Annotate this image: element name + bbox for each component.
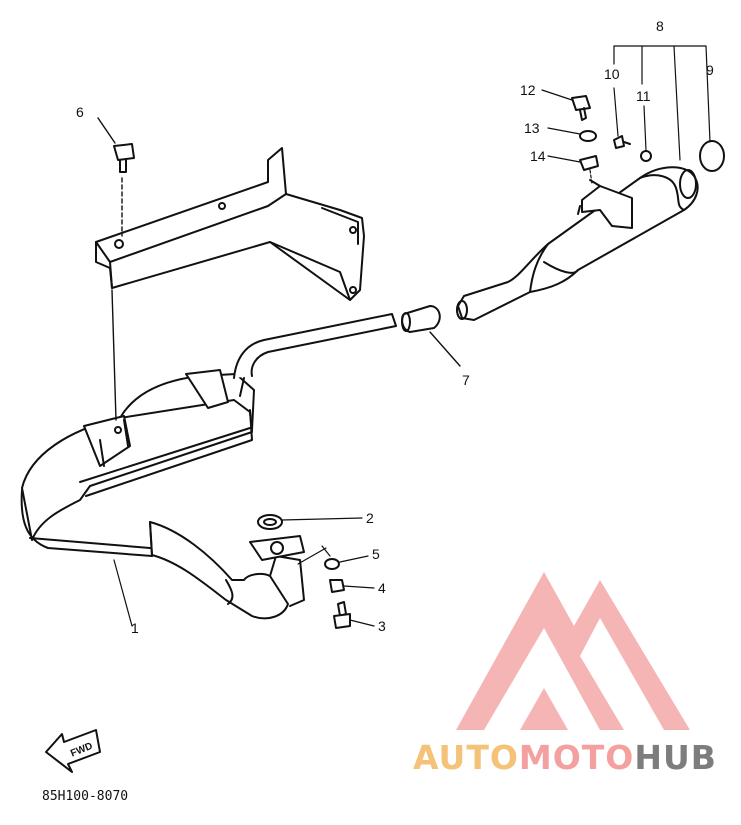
part-label-3: 3 [378, 618, 386, 634]
part-label-10: 10 [604, 66, 620, 82]
part-label-13: 13 [524, 120, 540, 136]
leader-lines [113, 45, 711, 627]
automotohub-watermark: AUTOMOTOHUB [413, 738, 717, 777]
part-label-6: 6 [76, 104, 84, 120]
washer-part-13 [547, 127, 597, 142]
pipe-joint-part-7 [401, 305, 461, 367]
nut-part-5 [324, 555, 369, 570]
diagram-code: 85H100-8070 [42, 789, 129, 804]
part-label-12: 12 [520, 82, 536, 98]
automotohub-logo-icon [456, 572, 690, 730]
silencer-body-part-1 [20, 289, 255, 557]
nut-part-14 [547, 155, 599, 185]
screw-part-10 [613, 135, 631, 149]
muffler-bracket [95, 147, 365, 301]
part-label-1: 1 [131, 620, 139, 636]
part-label-11: 11 [636, 88, 651, 104]
nut-part-11 [640, 150, 652, 162]
exhaust-head-pipe [149, 521, 331, 620]
bolt-part-12 [541, 89, 591, 121]
washer-part-4 [329, 579, 375, 593]
watermark-moto: MOTO [518, 738, 635, 777]
watermark-hub: HUB [634, 738, 717, 777]
bolt-part-6 [97, 117, 135, 237]
tail-muffler-part-8 [456, 166, 699, 321]
gasket-part-9 [699, 140, 725, 172]
watermark-auto: AUTO [413, 738, 519, 777]
stud-part-3 [333, 601, 375, 629]
gasket-part-2 [257, 514, 363, 530]
part-label-7: 7 [462, 372, 470, 388]
part-label-5: 5 [372, 546, 380, 562]
part-label-2: 2 [366, 510, 374, 526]
forward-arrow-icon: FWD [45, 729, 101, 773]
connector-pipe [233, 313, 397, 397]
part-label-9: 9 [706, 62, 714, 78]
part-label-4: 4 [378, 580, 386, 596]
part-label-14: 14 [530, 148, 546, 164]
part-label-8: 8 [656, 18, 664, 34]
